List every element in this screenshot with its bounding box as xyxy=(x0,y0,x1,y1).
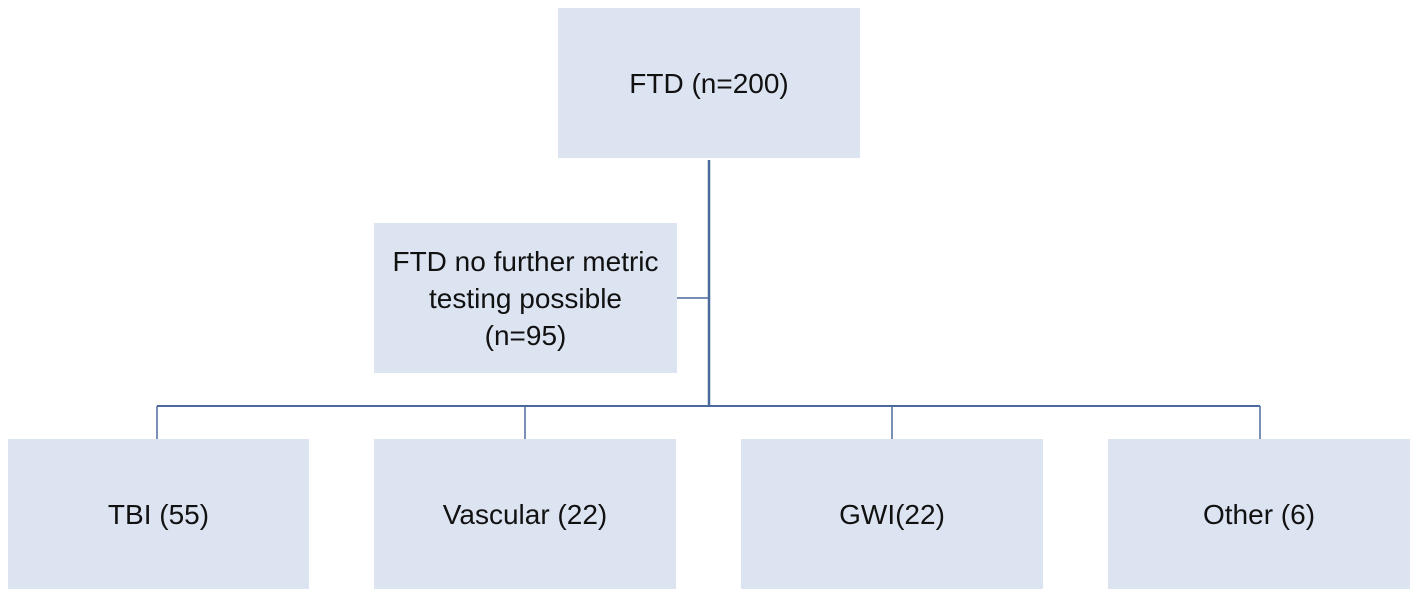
child-node-tbi: TBI (55) xyxy=(8,439,309,589)
excluded-node-label-line-3: (n=95) xyxy=(484,319,567,351)
child-node-other: Other (6) xyxy=(1108,439,1410,589)
child-node-label: TBI (55) xyxy=(107,498,210,530)
child-node-label: Other (6) xyxy=(1202,498,1316,530)
excluded-node-label-line-2: testing possible xyxy=(428,282,622,314)
child-node-vascular: Vascular (22) xyxy=(374,439,676,589)
excluded-node: FTD no further metric testing possible (… xyxy=(374,223,677,373)
root-node-label: FTD (n=200) xyxy=(629,67,789,99)
root-node-ftd: FTD (n=200) xyxy=(558,8,860,158)
excluded-node-label-line-1: FTD no further metric xyxy=(392,245,659,277)
child-node-label: GWI(22) xyxy=(839,498,945,530)
child-node-label: Vascular (22) xyxy=(442,498,608,530)
child-node-gwi: GWI(22) xyxy=(741,439,1043,589)
